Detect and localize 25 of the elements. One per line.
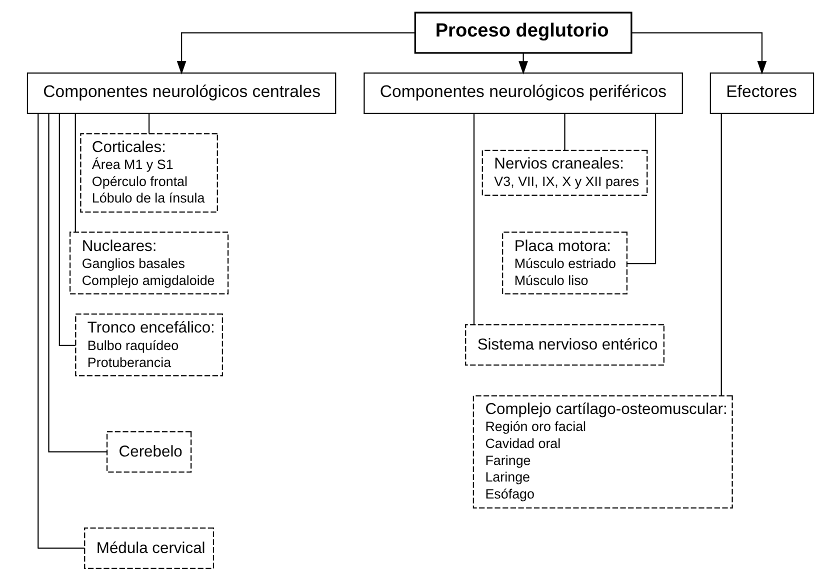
node-box: Cerebelo: [106, 431, 192, 473]
node-box: Componentes neurológicos centrales: [26, 72, 336, 114]
connector: [48, 114, 106, 452]
node-box: Sistema nervioso entérico: [464, 324, 664, 366]
node-box: Corticales: Área M1 y S1 Opérculo frontal Lóbulo de la ínsula: [80, 133, 218, 213]
connector: [58, 114, 75, 346]
node-box: Proceso deglutorio: [414, 12, 632, 54]
connector: [564, 114, 565, 150]
node-box: Efectores: [709, 72, 814, 114]
node-box: Placa motora: Músculo estriado Músculo liso: [502, 232, 628, 294]
connector: [74, 114, 76, 232]
connector: [720, 114, 722, 396]
connector: [472, 114, 474, 324]
connector: [626, 114, 656, 264]
node-box: Nucleares: Ganglios basales Complejo amigdaloide: [69, 232, 228, 294]
node-box: Tronco encefálico: Bulbo raquídeo Protuberancia: [74, 313, 222, 376]
node-box: Componentes neurológicos periféricos: [363, 72, 682, 114]
arrow: [630, 32, 766, 74]
node-box: Nervios craneales: V3, VII, IX, X y XII pares: [481, 150, 648, 196]
arrow: [518, 53, 528, 75]
node-box: Complejo cartílago-osteomuscular: Región oro facial Cavidad oral Faringe Laringe Esófago: [472, 395, 732, 508]
node-box: Médula cervical: [84, 528, 214, 569]
connector: [37, 114, 84, 549]
arrow: [176, 32, 415, 74]
connector: [148, 114, 150, 134]
